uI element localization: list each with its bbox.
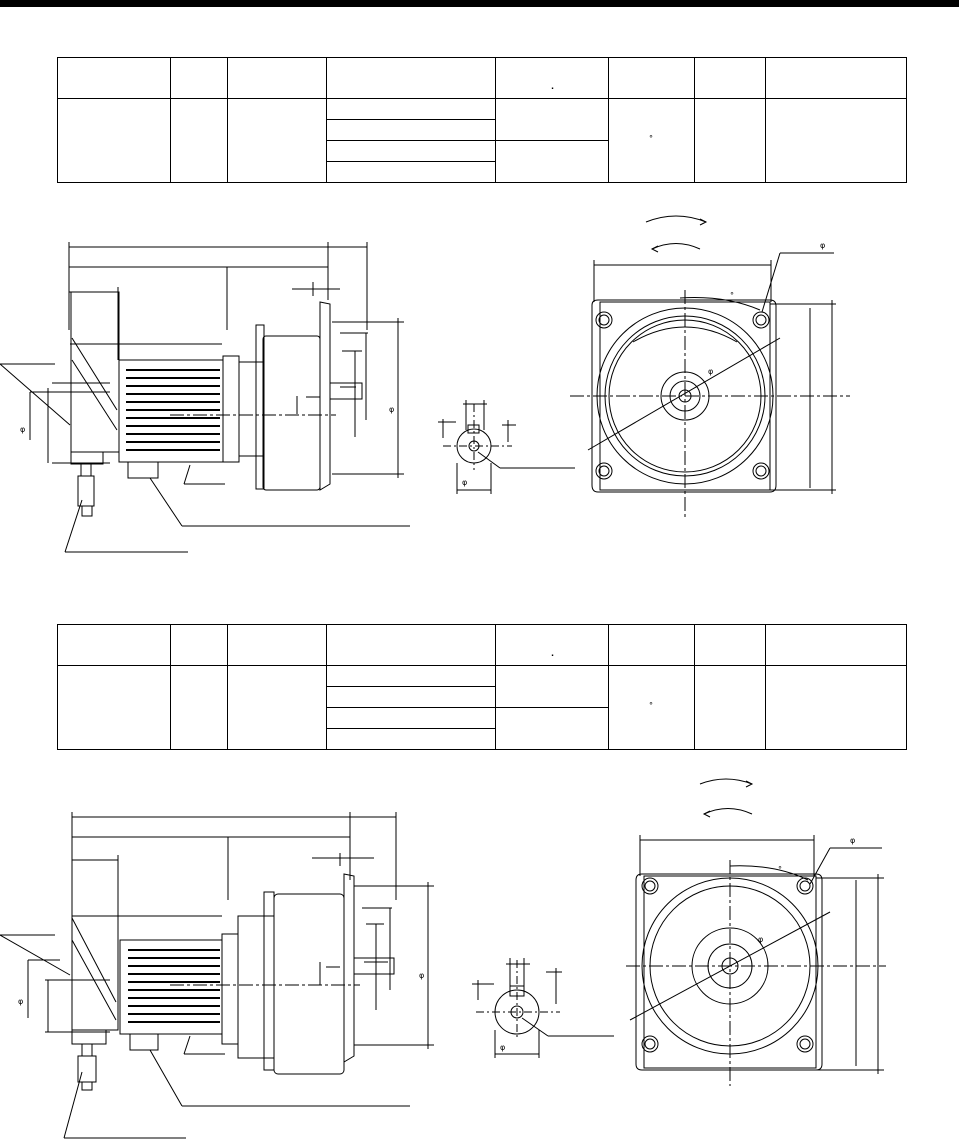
table-cell: ° bbox=[608, 665, 695, 750]
table-cell bbox=[765, 665, 907, 750]
diameter-symbol: φ bbox=[758, 935, 763, 944]
shaft-end-view-2: φ bbox=[472, 958, 614, 1058]
table-header-row: . bbox=[57, 624, 907, 666]
table-cell bbox=[765, 98, 907, 183]
rotation-arrow-icon bbox=[646, 216, 706, 222]
header-cell bbox=[694, 57, 766, 99]
diameter-symbol: φ bbox=[850, 836, 855, 845]
spec-table-2: . ° bbox=[57, 624, 907, 750]
front-view-2: φ φ bbox=[626, 779, 886, 1086]
table-cell bbox=[57, 665, 171, 750]
header-cell bbox=[608, 624, 695, 666]
degree-mark: ° bbox=[649, 701, 653, 710]
rotation-arrow-icon bbox=[700, 779, 752, 784]
terminal-box bbox=[130, 1034, 158, 1050]
rotation-arrow-icon bbox=[704, 809, 752, 815]
cooling-fins bbox=[126, 370, 220, 450]
table-row bbox=[58, 728, 907, 750]
output-shaft bbox=[330, 383, 362, 399]
shaft-end-view-1: φ bbox=[438, 400, 575, 494]
flange-outline bbox=[644, 876, 816, 1068]
table-cell bbox=[326, 728, 496, 750]
header-cell bbox=[765, 57, 907, 99]
output-shaft bbox=[354, 958, 394, 974]
diameter-symbol: φ bbox=[419, 971, 424, 980]
output-flange bbox=[320, 302, 330, 490]
diameter-symbol: φ bbox=[708, 367, 713, 376]
side-view-1: φ φ bbox=[0, 242, 410, 552]
brake-cover bbox=[71, 292, 119, 452]
diameter-symbol: φ bbox=[820, 241, 825, 250]
top-rule bbox=[0, 0, 959, 7]
table-row: ° bbox=[57, 665, 907, 750]
header-cell: . bbox=[495, 624, 609, 666]
output-flange bbox=[344, 874, 354, 1062]
degree-mark: ° bbox=[778, 865, 782, 874]
header-cell bbox=[765, 624, 907, 666]
brake-cover bbox=[72, 860, 118, 1030]
diameter-symbol: φ bbox=[389, 405, 394, 414]
decimal-mark: . bbox=[551, 82, 555, 91]
terminal-box bbox=[128, 462, 158, 478]
degree-mark: ° bbox=[649, 134, 653, 143]
degree-mark: ° bbox=[730, 291, 734, 300]
diameter-symbol: φ bbox=[18, 997, 23, 1006]
side-view-2: φ φ bbox=[0, 812, 434, 1138]
gear-case bbox=[263, 336, 320, 490]
table-cell: ° bbox=[608, 98, 695, 183]
leader-lines bbox=[0, 935, 410, 1138]
diameter-symbol: φ bbox=[20, 425, 25, 434]
mounting-hole-icon bbox=[596, 312, 769, 479]
power-connector bbox=[78, 476, 94, 506]
table-cell bbox=[694, 98, 766, 183]
diameter-symbol: φ bbox=[500, 1043, 505, 1052]
gear-case bbox=[274, 894, 344, 1074]
table-cell bbox=[694, 665, 766, 750]
cooling-fins bbox=[128, 950, 220, 1022]
mounting-hole-icon bbox=[642, 878, 813, 1052]
decimal-mark: . bbox=[551, 649, 555, 658]
table-cell bbox=[495, 140, 609, 183]
table-cell bbox=[57, 98, 171, 183]
table-cell bbox=[170, 665, 228, 750]
leader-lines bbox=[0, 364, 410, 552]
diameter-symbol: φ bbox=[462, 478, 467, 487]
rotation-arrow-icon bbox=[652, 244, 700, 250]
header-cell: . bbox=[495, 57, 609, 99]
header-cell bbox=[227, 57, 327, 99]
table-row bbox=[58, 140, 907, 183]
table-cell bbox=[326, 161, 496, 183]
table-row: ° bbox=[57, 98, 907, 183]
table-cell bbox=[495, 707, 609, 750]
table-header-row: . bbox=[57, 57, 907, 99]
spec-table-1: . ° bbox=[57, 57, 907, 183]
front-view-1: φ φ bbox=[570, 216, 850, 520]
motor-body bbox=[120, 940, 222, 1034]
table-row bbox=[58, 707, 907, 750]
table-row bbox=[58, 161, 907, 183]
table-cell bbox=[227, 98, 327, 183]
table-cell bbox=[227, 665, 327, 750]
